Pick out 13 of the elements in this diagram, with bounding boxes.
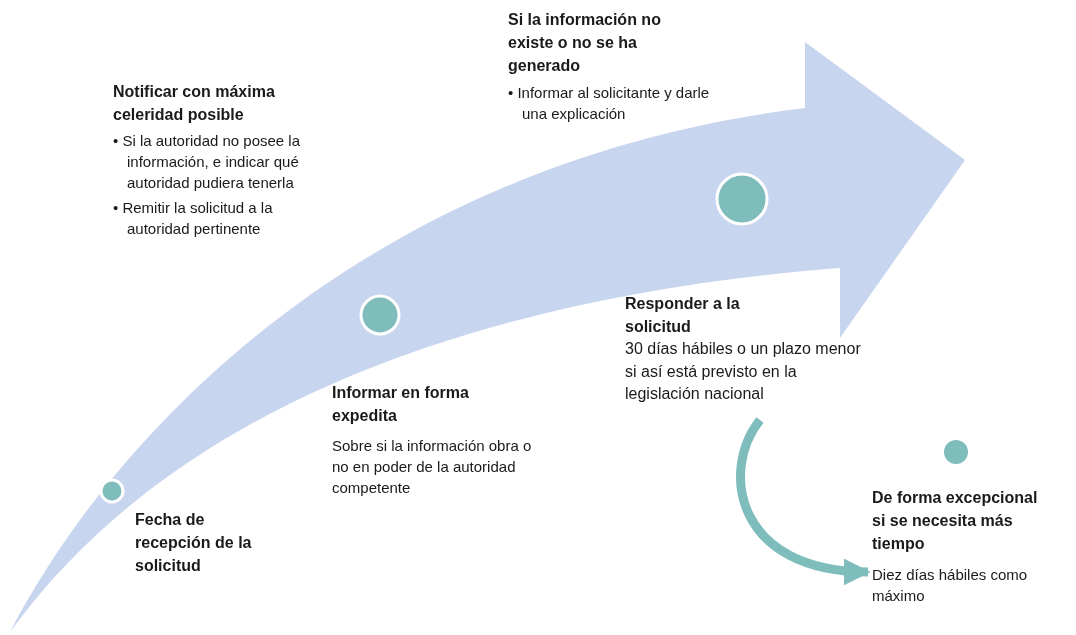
node-text: Sobre si la información obra o no en poder de la autoridad competente: [332, 436, 533, 499]
bullet-item: • Informar al solicitante y darle una explicación: [508, 82, 711, 124]
node-heading: Fecha de recepción de la solicitud: [135, 510, 253, 577]
bullet-item: • Si la autoridad no posee la información, e indicar qué autoridad pudiera tenerla: [113, 131, 302, 194]
node-text: 30 días hábiles o un plazo menor si así está previsto en la legislación nacional: [625, 339, 862, 405]
bullet-item: • Remitir la solicitud a la autoridad pertinente: [113, 198, 274, 240]
node-heading: Informar en forma expedita: [332, 383, 470, 427]
node-heading: Responder a la solicitud: [625, 294, 741, 338]
node-text: Diez días hábiles como máximo: [872, 564, 1029, 606]
node-heading: Si la información no existe o no se ha generado: [508, 10, 662, 77]
node-heading: De forma excepcional si se necesita más tiempo: [872, 488, 1039, 555]
curved-arrow: [736, 417, 871, 584]
node-heading: Notificar con máxima celeridad posible: [113, 82, 276, 126]
